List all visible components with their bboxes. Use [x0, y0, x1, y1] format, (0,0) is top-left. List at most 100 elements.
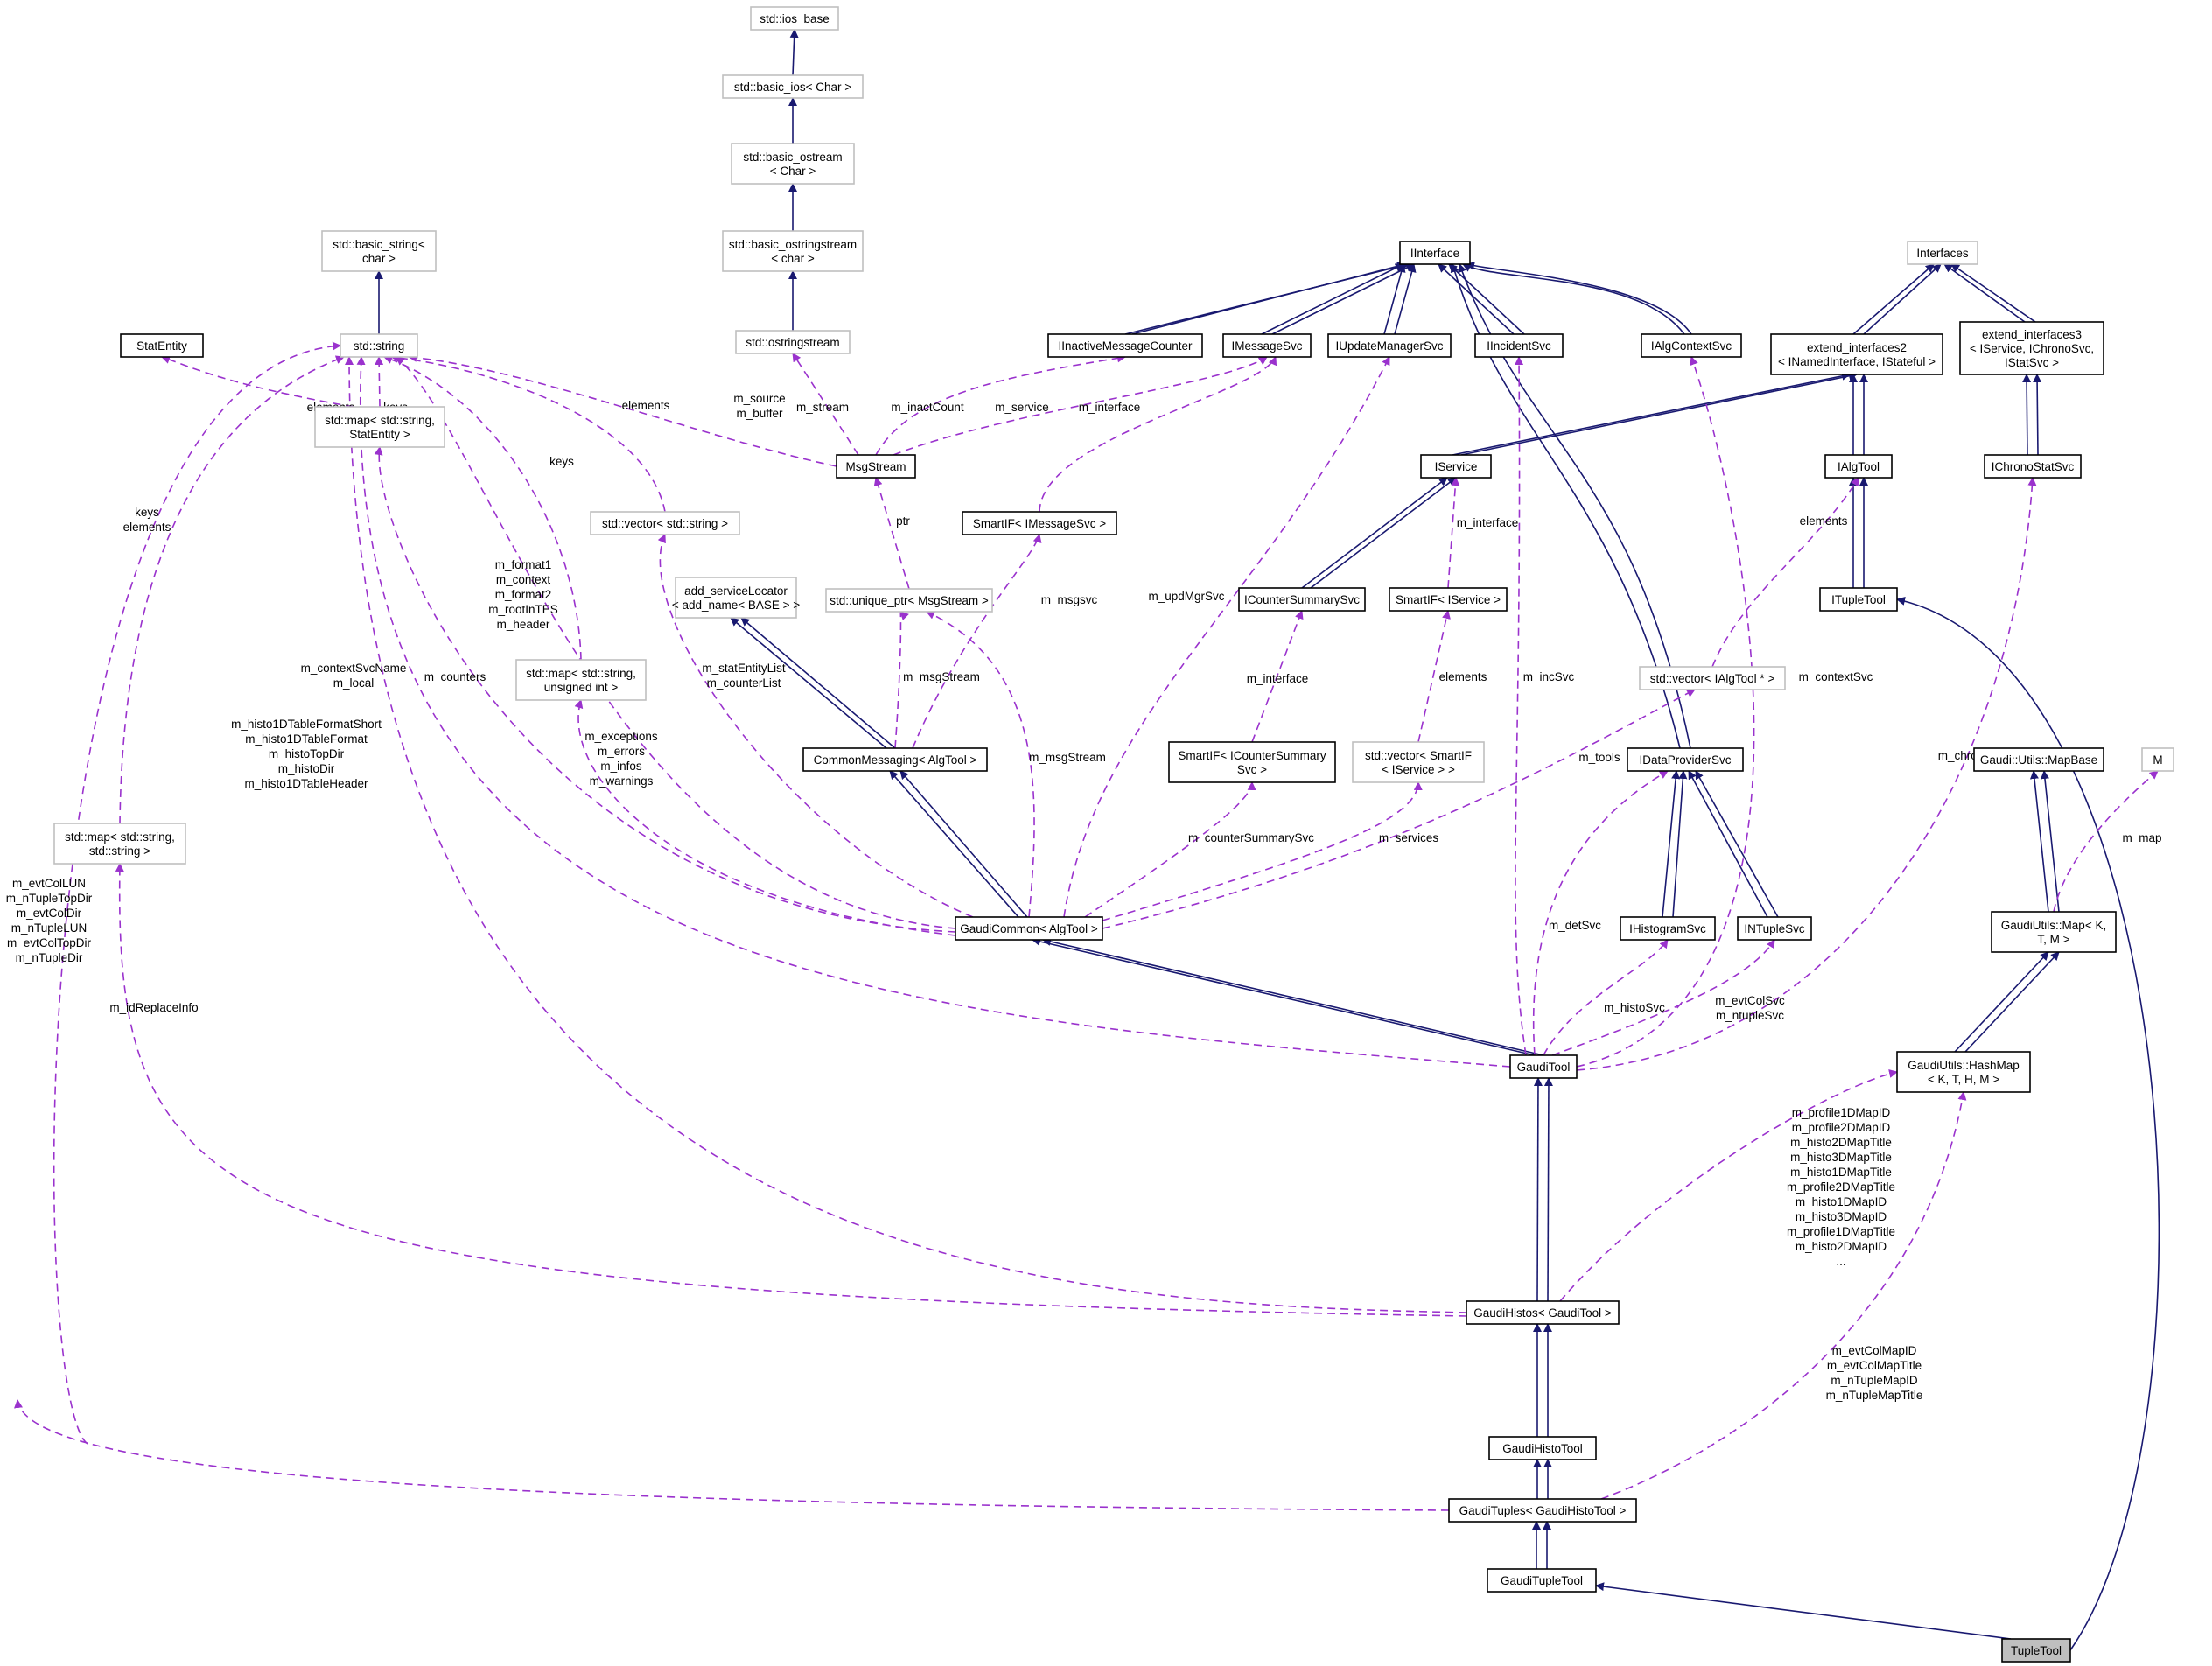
edge-label: m_infos — [600, 760, 642, 773]
class-node-unique-ptr-msgstream[interactable]: std::unique_ptr< MsgStream > — [825, 588, 993, 612]
edge-label: m_interface — [1079, 401, 1141, 414]
class-node-intuplesvc[interactable]: INTupleSvc — [1737, 916, 1812, 941]
class-node-gauditupletool[interactable]: GaudiTupleTool — [1487, 1568, 1597, 1592]
edge-label: m_profile2DMapTitle — [1787, 1180, 1895, 1194]
class-node-interfaces[interactable]: Interfaces — [1907, 241, 1978, 265]
class-node-basic-ios[interactable]: std::basic_ios< Char > — [722, 74, 864, 99]
class-node-ialgtool[interactable]: IAlgTool — [1824, 454, 1893, 479]
class-box — [1620, 916, 1716, 941]
class-node-idataprovidersvc[interactable]: IDataProviderSvc — [1627, 747, 1744, 772]
class-box — [1389, 587, 1508, 612]
class-node-smartif-icountersummarysvc[interactable]: SmartIF< ICounterSummarySvc > — [1168, 741, 1336, 783]
class-node-ihistogramsvc[interactable]: IHistogramSvc — [1620, 916, 1716, 941]
class-name-text: std::vector< std::string > — [602, 517, 728, 530]
class-node-gaudihistos[interactable]: GaudiHistos< GaudiTool > — [1466, 1300, 1620, 1325]
class-node-ios-base[interactable]: std::ios_base — [750, 6, 839, 31]
class-node-iincidentsvc[interactable]: IIncidentSvc — [1474, 333, 1564, 358]
usage-edge — [1102, 689, 1696, 929]
class-box — [1973, 747, 2104, 772]
class-box — [2001, 1638, 2071, 1662]
class-node-basic-ostringstream[interactable]: std::basic_ostringstream< char > — [722, 230, 864, 272]
class-name-text: std::ios_base — [760, 12, 830, 25]
class-box — [1399, 241, 1471, 265]
class-node-icountersummarysvc[interactable]: ICounterSummarySvc — [1238, 587, 1366, 612]
class-node-vector-smartif-iservice[interactable]: std::vector< SmartIF< IService > > — [1352, 741, 1485, 783]
class-name-text: IInactiveMessageCounter — [1058, 340, 1193, 353]
class-box — [1984, 454, 2082, 479]
class-node-iinterface[interactable]: IInterface — [1399, 241, 1471, 265]
edge-label: m_updMgrSvc — [1148, 590, 1224, 603]
class-node-smartif-iservice[interactable]: SmartIF< IService > — [1389, 587, 1508, 612]
class-node-gaudituples[interactable]: GaudiTuples< GaudiHistoTool > — [1448, 1498, 1637, 1522]
usage-edge — [2053, 770, 2159, 913]
edge-label: m_inactCount — [891, 401, 964, 414]
class-node-extend-interfaces2[interactable]: extend_interfaces2< INamedInterface, ISt… — [1770, 333, 1943, 375]
class-node-gaudicommon[interactable]: GaudiCommon< AlgTool > — [955, 916, 1103, 941]
edge-label: m_histo2DMapTitle — [1790, 1136, 1892, 1149]
class-box — [120, 333, 204, 358]
usage-edge — [873, 477, 910, 590]
usage-edge — [1559, 1069, 1898, 1302]
class-box — [1639, 666, 1786, 690]
class-node-gaudihistotool[interactable]: GaudiHistoTool — [1488, 1436, 1597, 1460]
class-node-mapbase[interactable]: Gaudi::Utils::MapBase — [1973, 747, 2104, 772]
class-node-itupletool[interactable]: ITupleTool — [1819, 587, 1898, 612]
inherit-edge — [1852, 263, 1935, 335]
class-node-map-string-string[interactable]: std::map< std::string,std::string > — [53, 822, 186, 864]
class-node-iservice[interactable]: IService — [1420, 454, 1492, 479]
inherit-edge — [1896, 597, 2160, 1651]
usage-edge — [1576, 356, 1755, 1068]
edge-label: m_profile1DMapID — [1792, 1106, 1891, 1119]
class-name-text: Gaudi::Utils::MapBase — [1980, 753, 2097, 766]
usage-edge — [1063, 356, 1390, 918]
usage-edge — [374, 356, 384, 408]
class-node-ostringstream[interactable]: std::ostringstream — [735, 330, 850, 354]
class-box — [314, 406, 445, 448]
usage-edge — [792, 353, 859, 456]
edge-label: m_counters — [424, 670, 486, 683]
inherit-edge — [1533, 1077, 1543, 1302]
class-node-add-servicelocator[interactable]: add_serviceLocator< add_name< BASE > > — [672, 577, 800, 619]
class-node-vector-ialgtool[interactable]: std::vector< IAlgTool * > — [1639, 666, 1786, 690]
class-node-statentity[interactable]: StatEntity — [120, 333, 204, 358]
class-node-std-string[interactable]: std::string — [340, 333, 418, 358]
inherit-edge — [1662, 770, 1681, 918]
edge-label: elements — [1439, 670, 1488, 683]
class-node-basic-string[interactable]: std::basic_string<char > — [321, 230, 437, 272]
class-node-map-string-uint[interactable]: std::map< std::string,unsigned int > — [515, 659, 647, 701]
class-node-ichronostatsvc[interactable]: IChronoStatSvc — [1984, 454, 2082, 479]
class-box — [2141, 747, 2174, 772]
usage-edge — [374, 446, 956, 933]
inherit-edge — [1954, 951, 2049, 1053]
class-node-vector-string[interactable]: std::vector< std::string > — [590, 511, 740, 536]
class-node-imessagesvc[interactable]: IMessageSvc — [1222, 333, 1312, 358]
class-box — [53, 822, 186, 864]
class-node-map-string-statentity[interactable]: std::map< std::string,StatEntity > — [314, 406, 445, 448]
edge-label: m_histoDir — [278, 762, 335, 775]
class-node-gauditool[interactable]: GaudiTool — [1509, 1054, 1578, 1079]
class-node-basic-ostream[interactable]: std::basic_ostream< Char > — [731, 143, 855, 185]
class-node-iinactivemessagecounter[interactable]: IInactiveMessageCounter — [1047, 333, 1203, 358]
class-name-text: GaudiUtils::HashMap — [1908, 1059, 2020, 1072]
class-name-text: IUpdateManagerSvc — [1335, 340, 1443, 353]
class-node-m[interactable]: M — [2141, 747, 2174, 772]
class-box — [722, 230, 864, 272]
class-node-gaudiutils-map[interactable]: GaudiUtils::Map< K,T, M > — [1991, 911, 2117, 953]
class-name-text: IChronoStatSvc — [1992, 460, 2075, 473]
class-node-extend-interfaces3[interactable]: extend_interfaces3< IService, IChronoSvc… — [1959, 321, 2104, 375]
class-box — [1487, 1568, 1597, 1592]
class-name-text: SmartIF< ICounterSummary — [1178, 749, 1326, 762]
class-box — [340, 333, 418, 358]
class-box — [1991, 911, 2117, 953]
class-node-msgstream[interactable]: MsgStream — [836, 454, 916, 479]
class-node-hashmap[interactable]: GaudiUtils::HashMap< K, T, H, M > — [1896, 1051, 2031, 1093]
class-name-text: SmartIF< IService > — [1396, 593, 1501, 606]
class-node-iupdatemanagersvc[interactable]: IUpdateManagerSvc — [1327, 333, 1452, 358]
class-node-smartif-imessagesvc[interactable]: SmartIF< IMessageSvc > — [962, 511, 1117, 536]
class-box — [735, 330, 850, 354]
class-name-text: < Char > — [770, 164, 816, 178]
edge-label: m_evtColSvc — [1715, 994, 1785, 1007]
class-node-ialgcontextsvc[interactable]: IAlgContextSvc — [1641, 333, 1742, 358]
class-node-commonmessaging[interactable]: CommonMessaging< AlgTool > — [802, 747, 988, 772]
